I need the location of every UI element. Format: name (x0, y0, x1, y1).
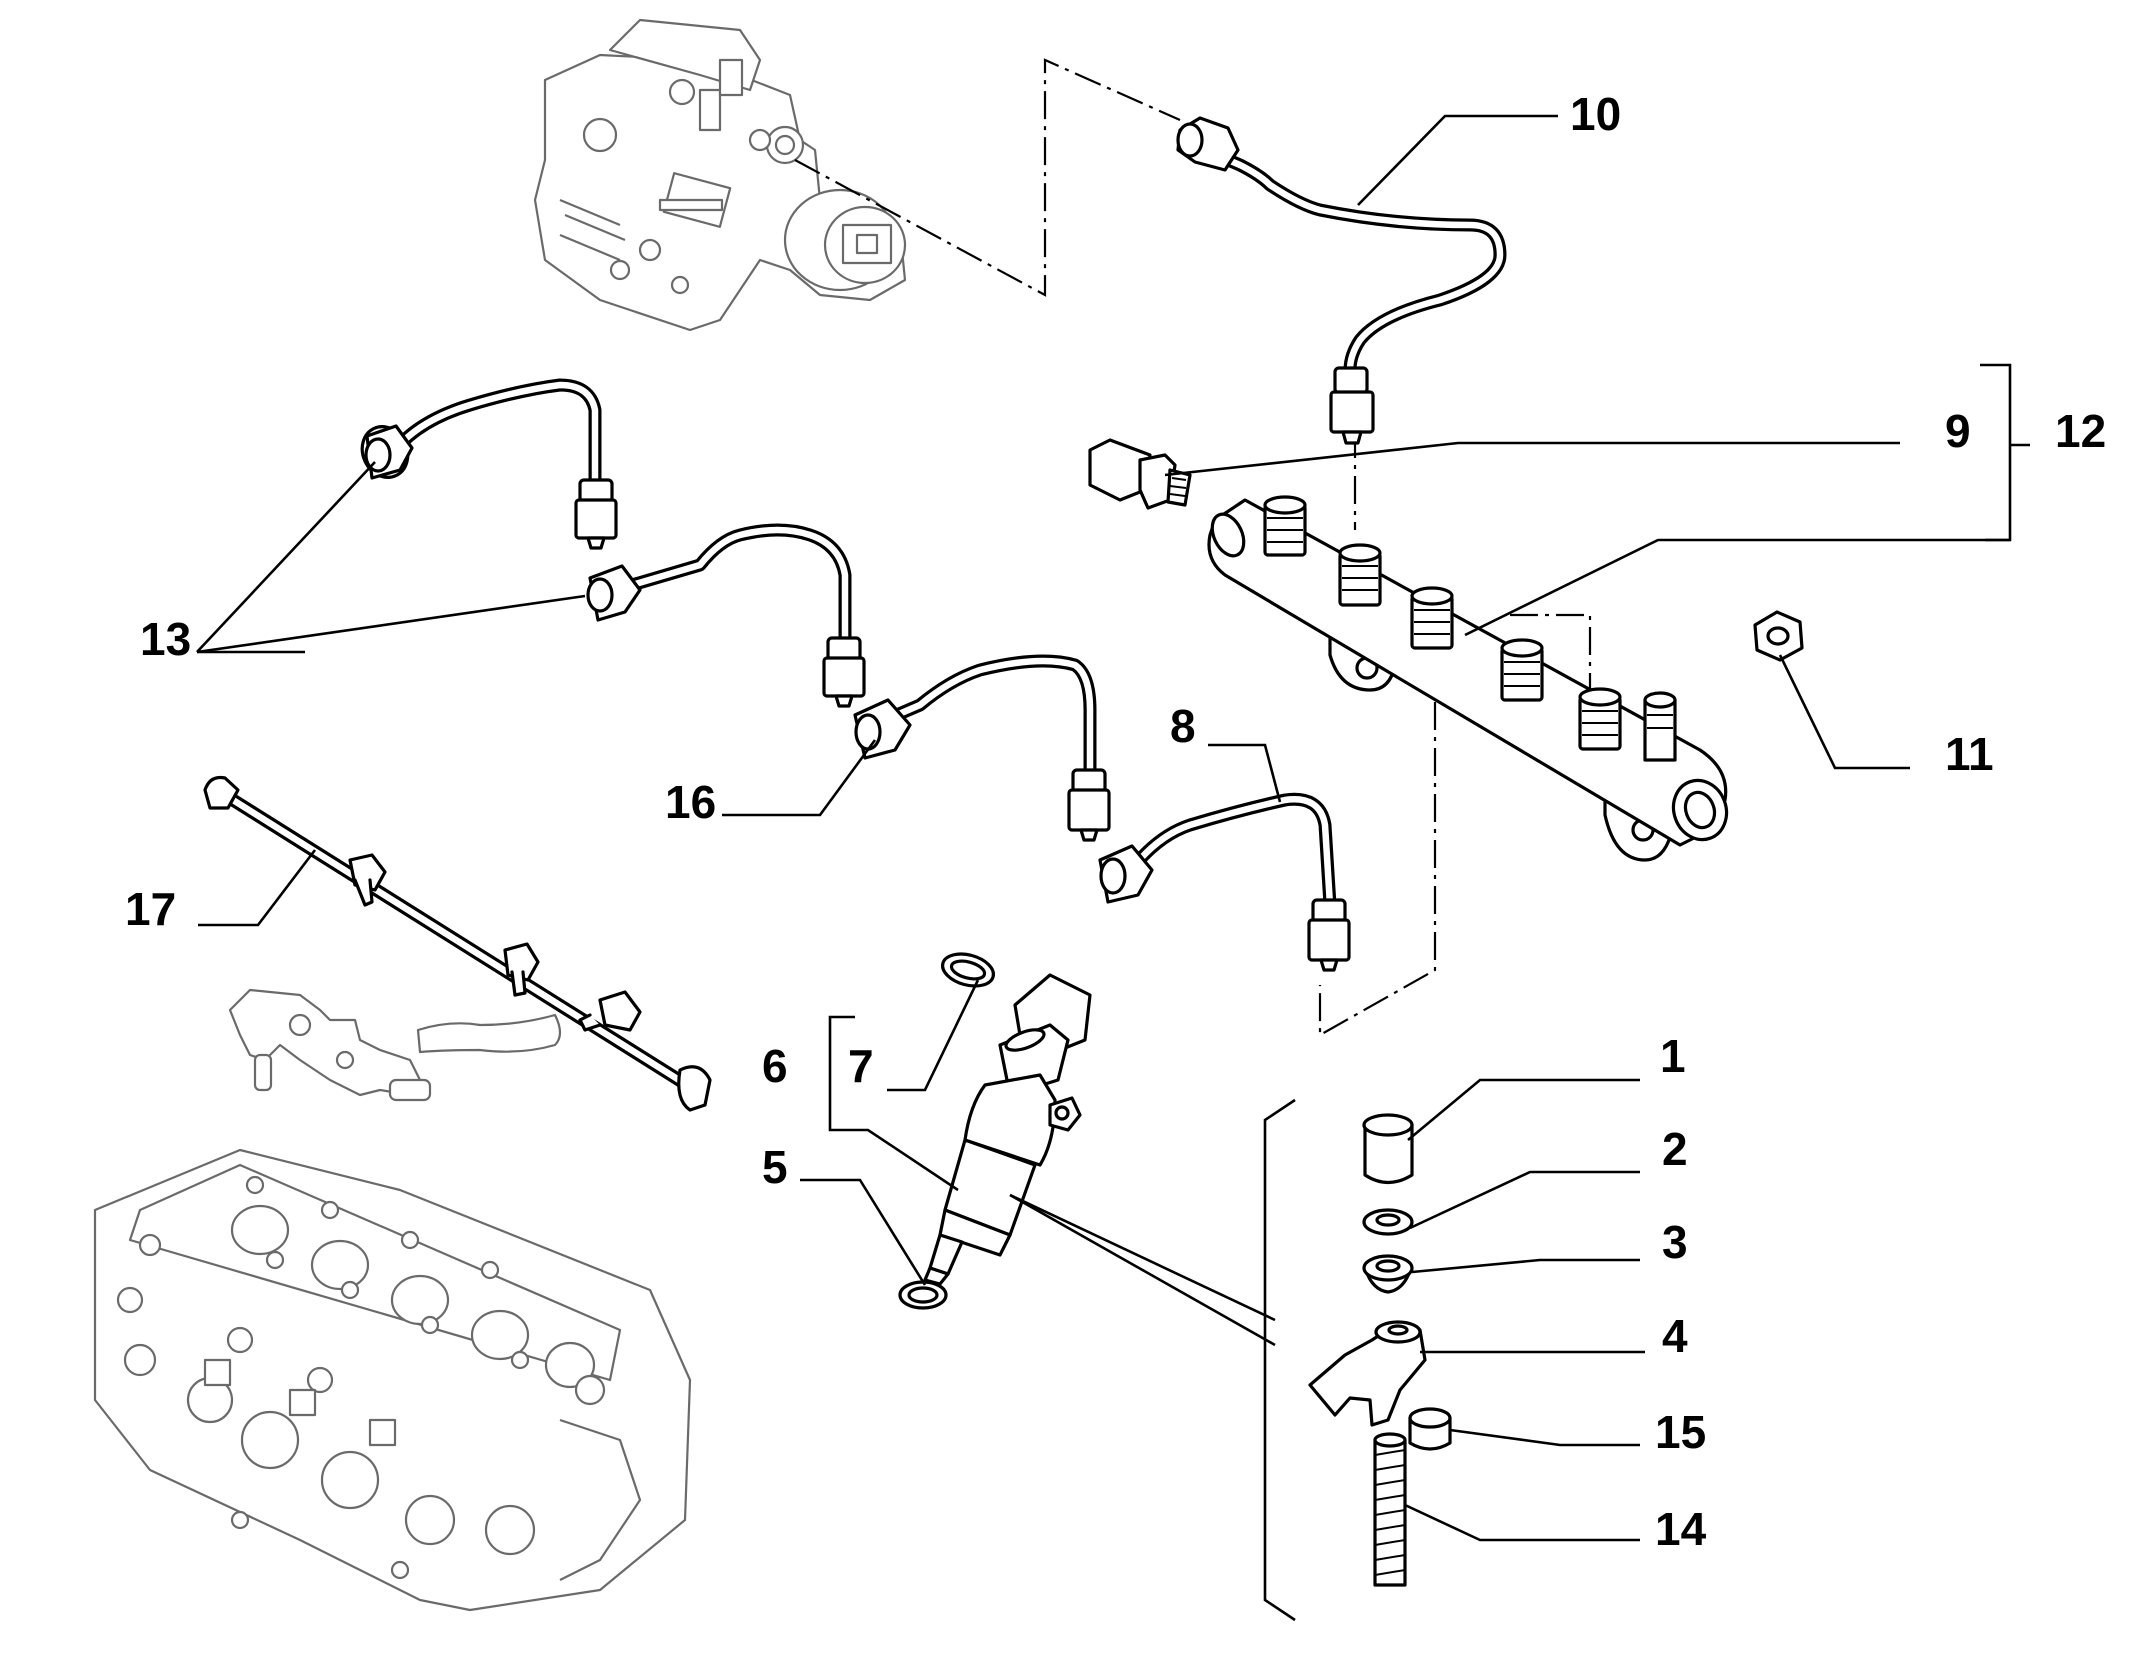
bush-15 (1408, 1407, 1452, 1451)
injector-clamp-bracket-4 (1308, 1320, 1427, 1427)
fuel-injector (923, 973, 1092, 1286)
injector-pipe-16 (853, 654, 1111, 842)
pump-to-rail-pipe (1176, 116, 1507, 445)
callout-16: 16 (665, 776, 716, 828)
callout-15: 15 (1655, 1406, 1706, 1458)
callout-10: 10 (1570, 88, 1621, 140)
group-bracket-fixing (1263, 1098, 1296, 1622)
injector-spherical-washer-3 (1362, 1254, 1414, 1294)
injector-washer (898, 1280, 948, 1310)
leak-off-rail (203, 775, 712, 1112)
callout-8: 8 (1170, 700, 1196, 752)
hex-nut (1753, 610, 1804, 662)
common-rail (1207, 495, 1729, 862)
leader-lines (196, 114, 2030, 1542)
alignment-dash-lines (794, 58, 1592, 1037)
callout-2: 2 (1662, 1123, 1688, 1175)
injector-pipes-a (360, 378, 866, 708)
callout-4: 4 (1662, 1310, 1688, 1362)
callout-6: 6 (762, 1040, 788, 1092)
cylinder-head-ghost (93, 1148, 692, 1612)
stud-14 (1373, 1432, 1407, 1587)
injector-pipe-8 (1098, 792, 1351, 972)
callout-17: 17 (125, 883, 176, 935)
callout-12: 12 (2055, 405, 2106, 457)
callout-14: 14 (1655, 1503, 1707, 1555)
callout-1: 1 (1660, 1030, 1686, 1082)
callout-3: 3 (1662, 1216, 1688, 1268)
callout-13: 13 (140, 613, 191, 665)
callout-5: 5 (762, 1141, 788, 1193)
connector-ghost (228, 988, 562, 1102)
injector-spacer-1 (1362, 1113, 1414, 1185)
callout-labels: 1 2 3 4 5 6 7 8 9 10 11 12 13 14 15 16 1… (125, 88, 2106, 1555)
injector-upper-seal (940, 952, 996, 988)
callout-11: 11 (1945, 728, 1994, 780)
high-pressure-pump-ghost (533, 18, 907, 332)
rail-pressure-sensor (1088, 438, 1192, 510)
callout-7: 7 (848, 1040, 874, 1092)
callout-9: 9 (1945, 405, 1971, 457)
injector-washer-2 (1362, 1208, 1414, 1236)
